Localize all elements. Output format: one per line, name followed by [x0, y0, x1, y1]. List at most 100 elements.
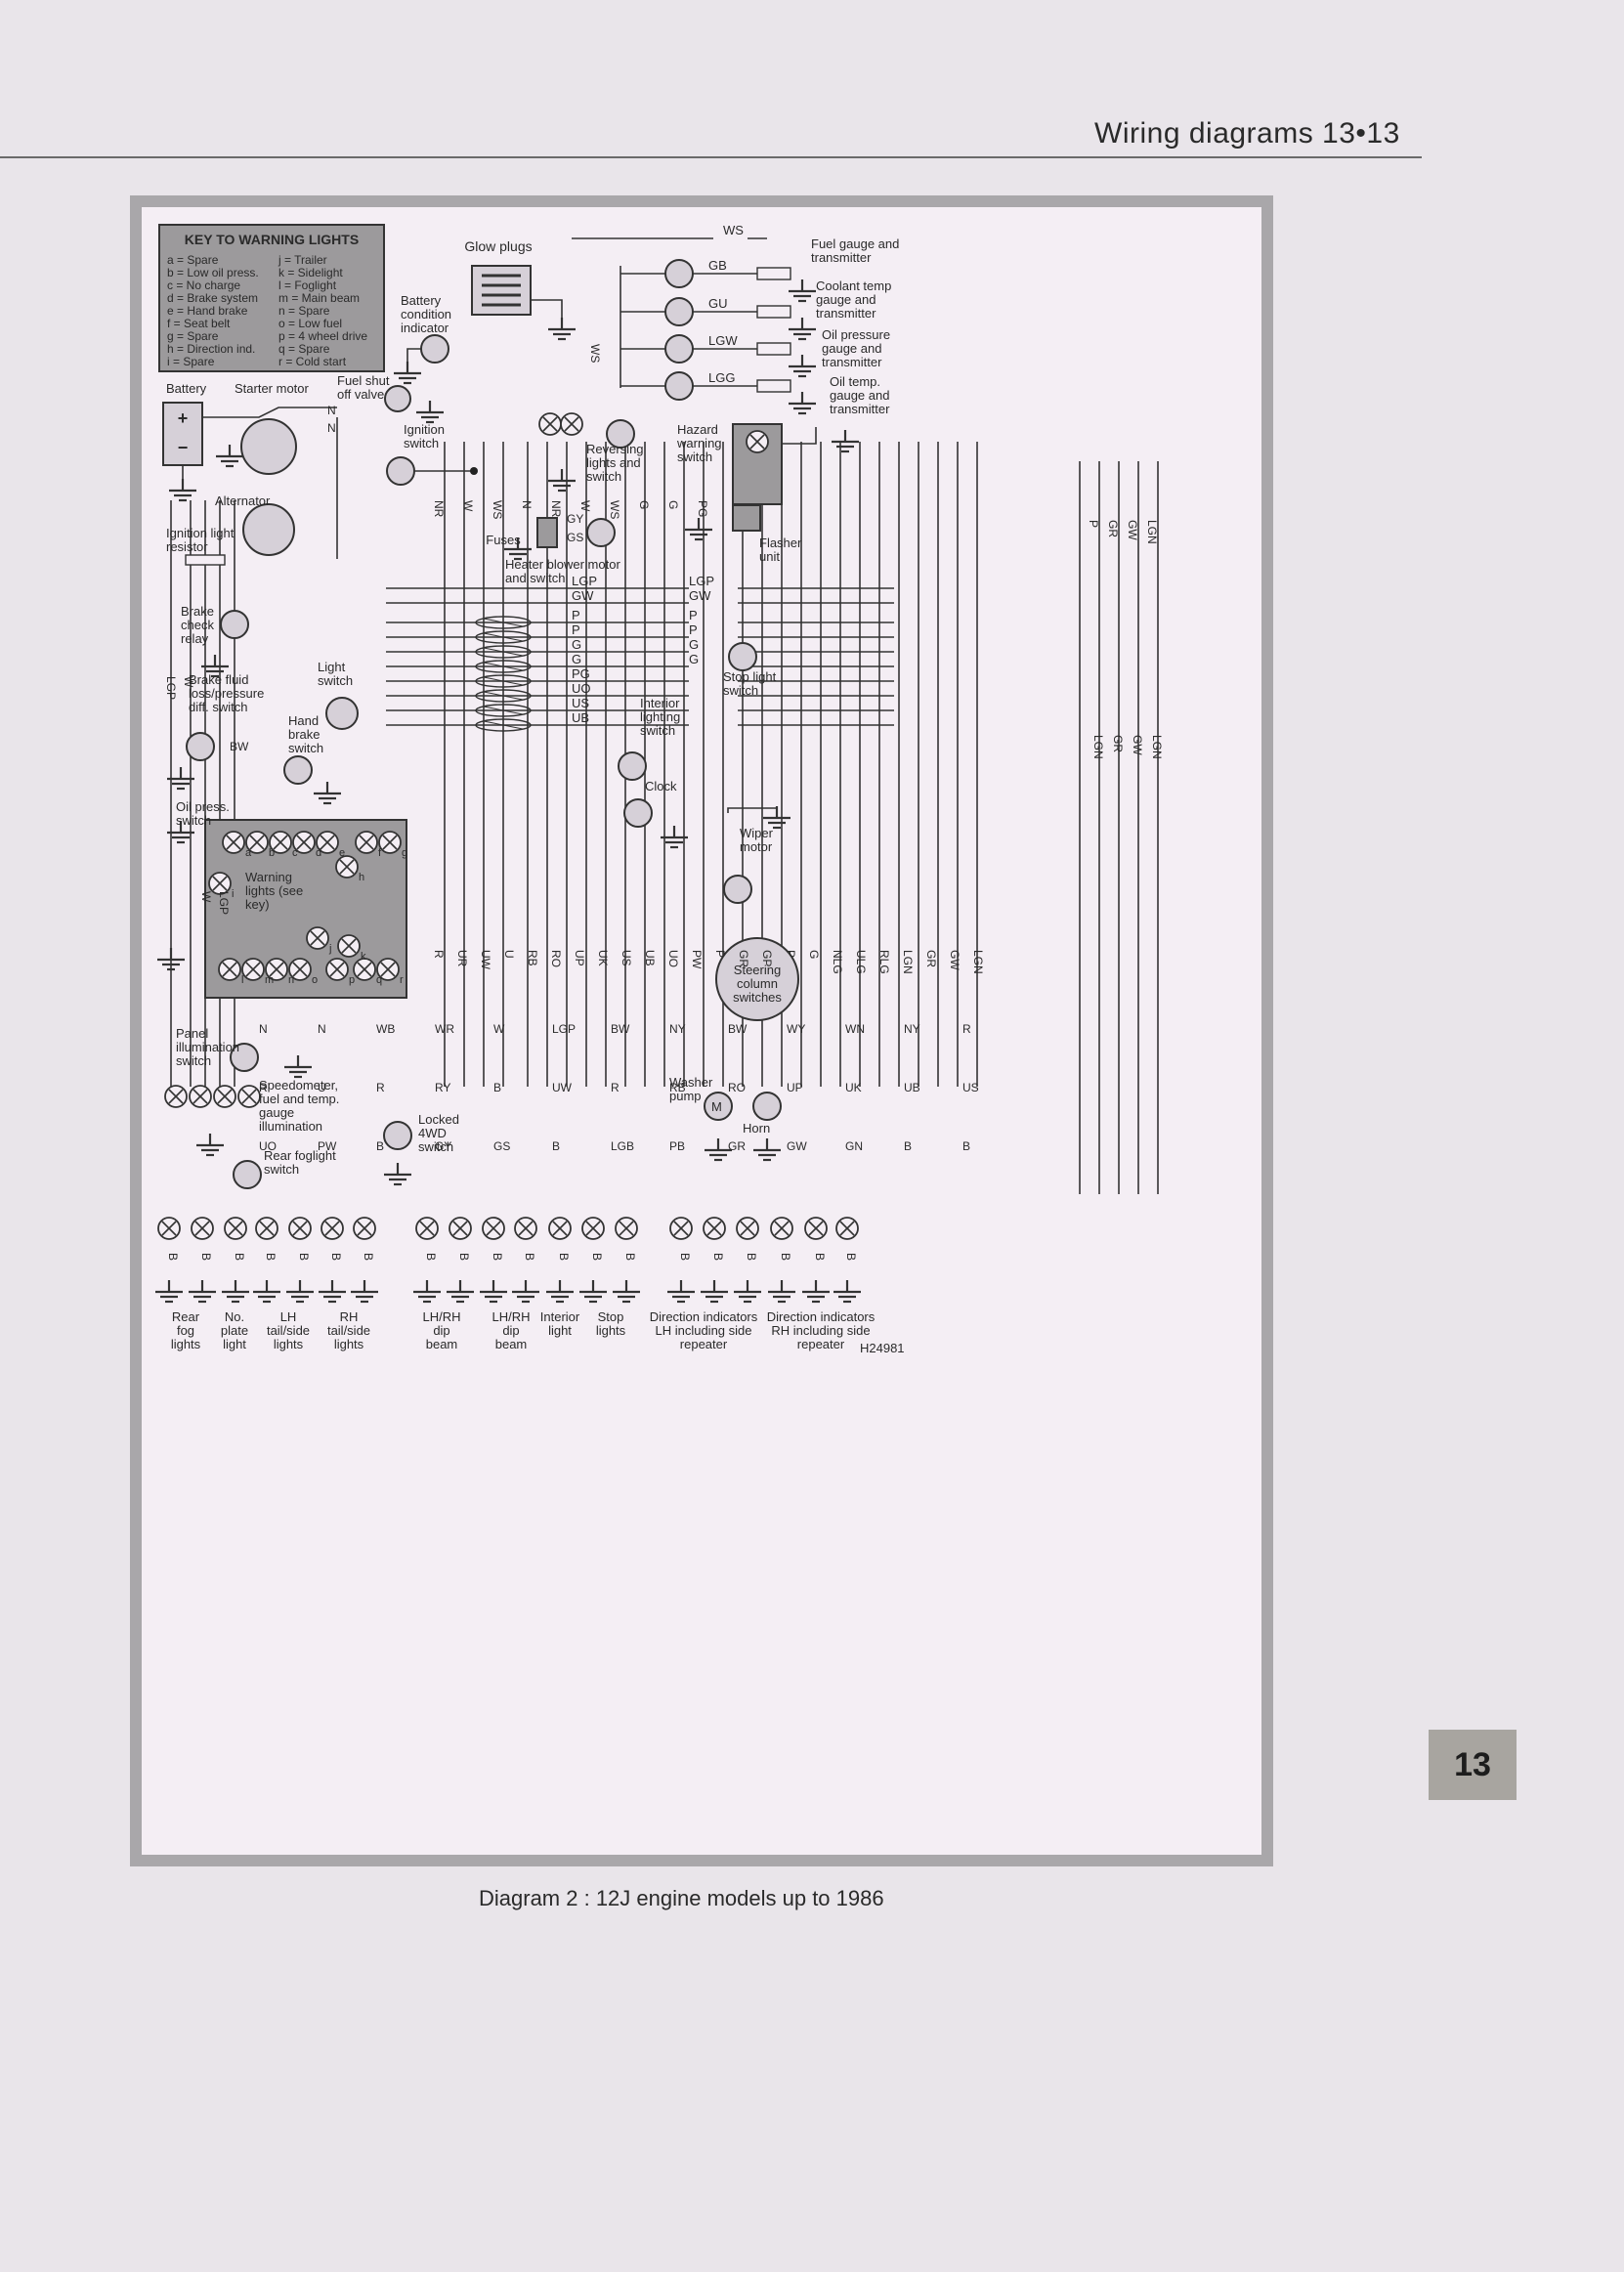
- bottom-lamp-icon: [804, 1217, 828, 1240]
- earth-icon: [789, 392, 816, 415]
- bottom-label: Interior: [540, 1309, 580, 1324]
- wire-code: GR: [1111, 735, 1125, 752]
- bottom-lamp-icon: [324, 1221, 340, 1236]
- illumination-lamp-icon: [241, 1089, 257, 1104]
- warning-lamp-icon: [292, 962, 308, 977]
- battery-minus: −: [178, 438, 189, 457]
- fuel-gauge-label: transmitter: [811, 250, 872, 265]
- wire-code: B: [233, 1253, 246, 1261]
- wire-code: RY: [435, 1081, 450, 1094]
- wire-code: UO: [666, 950, 680, 967]
- earth-icon: [447, 1280, 474, 1304]
- brake-fluid-switch-icon: [186, 732, 215, 761]
- battery-condition-label: Battery: [401, 293, 442, 308]
- wire-code: WN: [845, 1022, 865, 1036]
- transmitter-icon: [756, 379, 791, 393]
- earth-icon: [579, 1280, 607, 1304]
- bottom-label: Stop: [598, 1309, 624, 1324]
- wire-code: GW: [1131, 735, 1144, 755]
- wire-code: GS: [567, 531, 583, 544]
- key-entry: p = 4 wheel drive: [278, 329, 367, 343]
- wire: [727, 807, 777, 813]
- stop-light-label: Stop light: [723, 669, 777, 684]
- wire-code: B: [493, 1081, 501, 1094]
- alternator-label: Alternator: [215, 493, 271, 508]
- bottom-lamp-icon: [552, 1221, 568, 1236]
- brake-check-label: relay: [181, 631, 209, 646]
- bottom-label: tail/side: [267, 1323, 310, 1338]
- key-entry: d = Brake system: [167, 291, 258, 305]
- warning-lamp-icon: [222, 831, 245, 854]
- earth-icon: [833, 1280, 861, 1304]
- wire-code: U: [318, 1081, 326, 1094]
- bottom-label: LH: [280, 1309, 297, 1324]
- warning-lamp-icon: [378, 831, 402, 854]
- ignition-switch-icon: [386, 456, 415, 486]
- wire-code: UK: [596, 950, 610, 966]
- earth-icon: [189, 1280, 216, 1304]
- gauge-icon: [664, 259, 694, 288]
- warning-letter: h: [359, 872, 364, 883]
- bottom-label: lights: [596, 1323, 626, 1338]
- wire-code: UB: [643, 950, 657, 966]
- key-entry: f = Seat belt: [167, 317, 231, 330]
- brake-check-relay-icon: [220, 610, 249, 639]
- flasher-unit-icon: [732, 504, 761, 532]
- glow-plugs-label: Glow plugs: [464, 238, 532, 254]
- wire-code: LGP: [552, 1022, 576, 1036]
- wire-code: US: [572, 696, 589, 710]
- oil-temp-label: Oil temp.: [830, 374, 880, 389]
- wire-code: R: [611, 1081, 620, 1094]
- wire-code: WB: [376, 1022, 395, 1036]
- steering-column-switches-icon: [715, 937, 799, 1021]
- fuse-icon: [483, 662, 524, 671]
- key-entry: e = Hand brake: [167, 304, 248, 318]
- panel-illumination-switch-icon: [230, 1043, 259, 1072]
- wire-code: NY: [669, 1022, 686, 1036]
- bottom-label: lights: [334, 1337, 364, 1351]
- reversing-lamp-icon: [538, 412, 562, 436]
- earth-icon: [196, 1134, 224, 1157]
- wire-code: W: [199, 891, 213, 903]
- warning-letter: m: [265, 974, 274, 986]
- wire-code: LGN: [971, 950, 985, 974]
- bottom-lamp-icon: [321, 1217, 344, 1240]
- battery-label: Battery: [166, 381, 207, 396]
- gauge-icon: [664, 334, 694, 364]
- wire-code: G: [689, 652, 699, 666]
- bottom-lamp-icon: [353, 1217, 376, 1240]
- battery-condition-label: condition: [401, 307, 451, 322]
- earth-icon: [157, 948, 185, 971]
- wire-code: GW: [948, 950, 962, 970]
- warning-letter: n: [288, 974, 294, 986]
- bottom-label: Rear: [172, 1309, 200, 1324]
- earth-icon: [284, 1055, 312, 1079]
- fuse-icon: [483, 632, 524, 642]
- heater-blower-label: Heater blower motor: [505, 557, 620, 572]
- bottom-lamp-icon: [615, 1217, 638, 1240]
- illumination-lamp-icon: [164, 1085, 188, 1108]
- heater-blower-label: and switch: [505, 571, 565, 585]
- key-title: KEY TO WARNING LIGHTS: [185, 232, 359, 247]
- battery-condition-icon: [420, 334, 449, 364]
- wire-code: G: [572, 637, 581, 652]
- wire-code: B: [678, 1253, 692, 1261]
- wire-code: UP: [787, 1081, 803, 1094]
- wire-code: LGP: [217, 891, 231, 915]
- bottom-label: plate: [221, 1323, 248, 1338]
- light-switch-label: switch: [318, 673, 353, 688]
- bottom-lamp-icon: [518, 1221, 534, 1236]
- wire-code: RO: [549, 950, 563, 967]
- key-entry: g = Spare: [167, 329, 219, 343]
- earth-icon: [167, 767, 194, 791]
- wire-code: UK: [845, 1081, 862, 1094]
- warning-letter: e: [339, 847, 345, 859]
- bottom-label: dip: [433, 1323, 449, 1338]
- wire-code: UB: [904, 1081, 920, 1094]
- ignition-switch-label: Ignition: [404, 422, 445, 437]
- warning-lamp-icon: [249, 835, 265, 850]
- earth-icon: [504, 537, 532, 561]
- warning-letter: b: [269, 847, 275, 859]
- bottom-lamp-icon: [292, 1221, 308, 1236]
